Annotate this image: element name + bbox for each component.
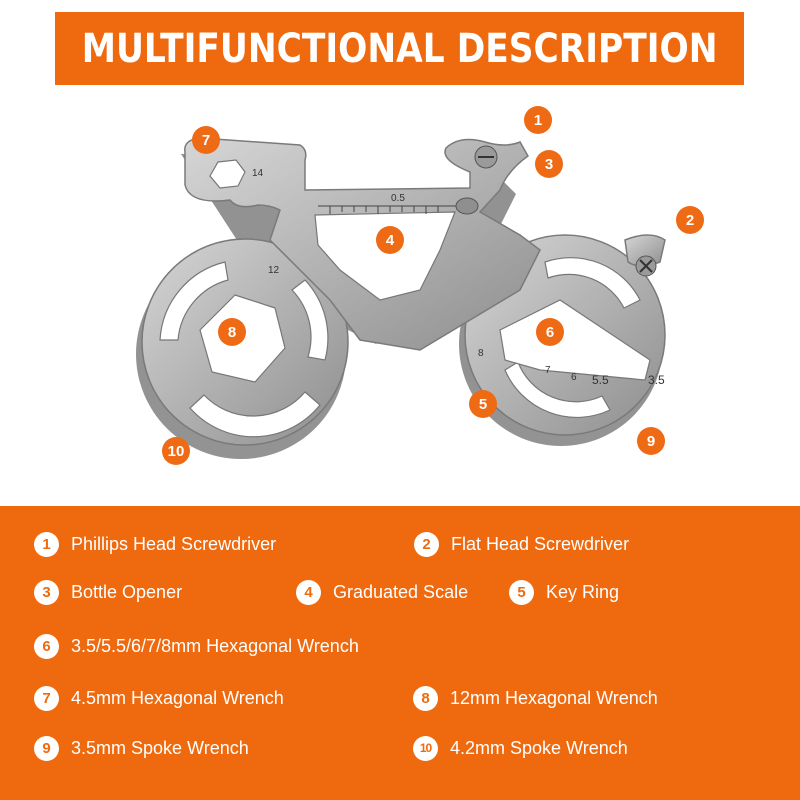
legend-item: 2 Flat Head Screwdriver xyxy=(414,530,629,558)
engraving-3-5: 3.5 xyxy=(648,373,665,387)
legend-label: 4.2mm Spoke Wrench xyxy=(450,737,628,758)
legend-item: 5 Key Ring xyxy=(509,578,619,606)
callout-2: 2 xyxy=(676,206,704,234)
graduated-scale xyxy=(318,205,460,214)
legend-number: 10 xyxy=(413,735,438,761)
callout-5: 5 xyxy=(469,390,497,418)
legend-item: 9 3.5mm Spoke Wrench xyxy=(34,734,249,762)
callout-6: 6 xyxy=(536,318,564,346)
engraving-scale: 0.5 xyxy=(391,193,405,204)
legend-label: Phillips Head Screwdriver xyxy=(71,533,277,554)
legend-label: 12mm Hexagonal Wrench xyxy=(450,687,658,708)
product-image: 14 0.5 12 8 7 6 5.5 3.5 1 2 3 4 5 6 7 8 … xyxy=(0,92,800,497)
engraving-8: 8 xyxy=(478,348,484,359)
legend-label: 3.5mm Spoke Wrench xyxy=(71,737,249,758)
title-banner: MULTIFUNCTIONAL DESCRIPTION xyxy=(55,12,744,85)
legend-number: 8 xyxy=(413,685,438,711)
legend-panel: 1 Phillips Head Screwdriver 2 Flat Head … xyxy=(0,506,800,800)
bike-multitool-illustration: 14 0.5 12 8 7 6 5.5 3.5 xyxy=(136,137,666,459)
engraving-14: 14 xyxy=(252,168,264,179)
legend-item: 1 Phillips Head Screwdriver xyxy=(34,530,276,558)
callout-1: 1 xyxy=(524,106,552,134)
legend-item: 7 4.5mm Hexagonal Wrench xyxy=(34,684,284,712)
page-title: MULTIFUNCTIONAL DESCRIPTION xyxy=(81,25,718,72)
engraving-7: 7 xyxy=(545,365,551,376)
legend-label: Key Ring xyxy=(546,581,620,602)
legend-label: Flat Head Screwdriver xyxy=(451,533,630,554)
legend-item: 8 12mm Hexagonal Wrench xyxy=(413,684,658,712)
legend-item: 3 Bottle Opener xyxy=(34,578,182,606)
legend-label: Graduated Scale xyxy=(333,581,469,602)
callout-7: 7 xyxy=(192,126,220,154)
callout-3: 3 xyxy=(535,150,563,178)
legend-label: 4.5mm Hexagonal Wrench xyxy=(71,687,284,708)
legend-number: 4 xyxy=(296,579,321,605)
legend-number: 5 xyxy=(509,579,534,605)
legend-number: 3 xyxy=(34,579,59,605)
callout-8: 8 xyxy=(218,318,246,346)
legend-label: Bottle Opener xyxy=(71,581,183,602)
legend-item: 4 Graduated Scale xyxy=(296,578,468,606)
engraving-6: 6 xyxy=(571,372,577,383)
legend-number: 6 xyxy=(34,633,59,659)
legend-label: 3.5/5.5/6/7/8mm Hexagonal Wrench xyxy=(71,635,359,656)
engraving-5-5: 5.5 xyxy=(592,373,609,387)
callout-4: 4 xyxy=(376,226,404,254)
callout-9: 9 xyxy=(637,427,665,455)
legend-item: 6 3.5/5.5/6/7/8mm Hexagonal Wrench xyxy=(34,632,359,660)
legend-number: 2 xyxy=(414,531,439,557)
screw-icon xyxy=(455,145,657,277)
callout-10: 10 xyxy=(162,437,190,465)
engraving-12: 12 xyxy=(268,265,280,276)
legend-number: 9 xyxy=(34,735,59,761)
legend-number: 1 xyxy=(34,531,59,557)
legend-number: 7 xyxy=(34,685,59,711)
legend-item: 10 4.2mm Spoke Wrench xyxy=(413,734,628,762)
